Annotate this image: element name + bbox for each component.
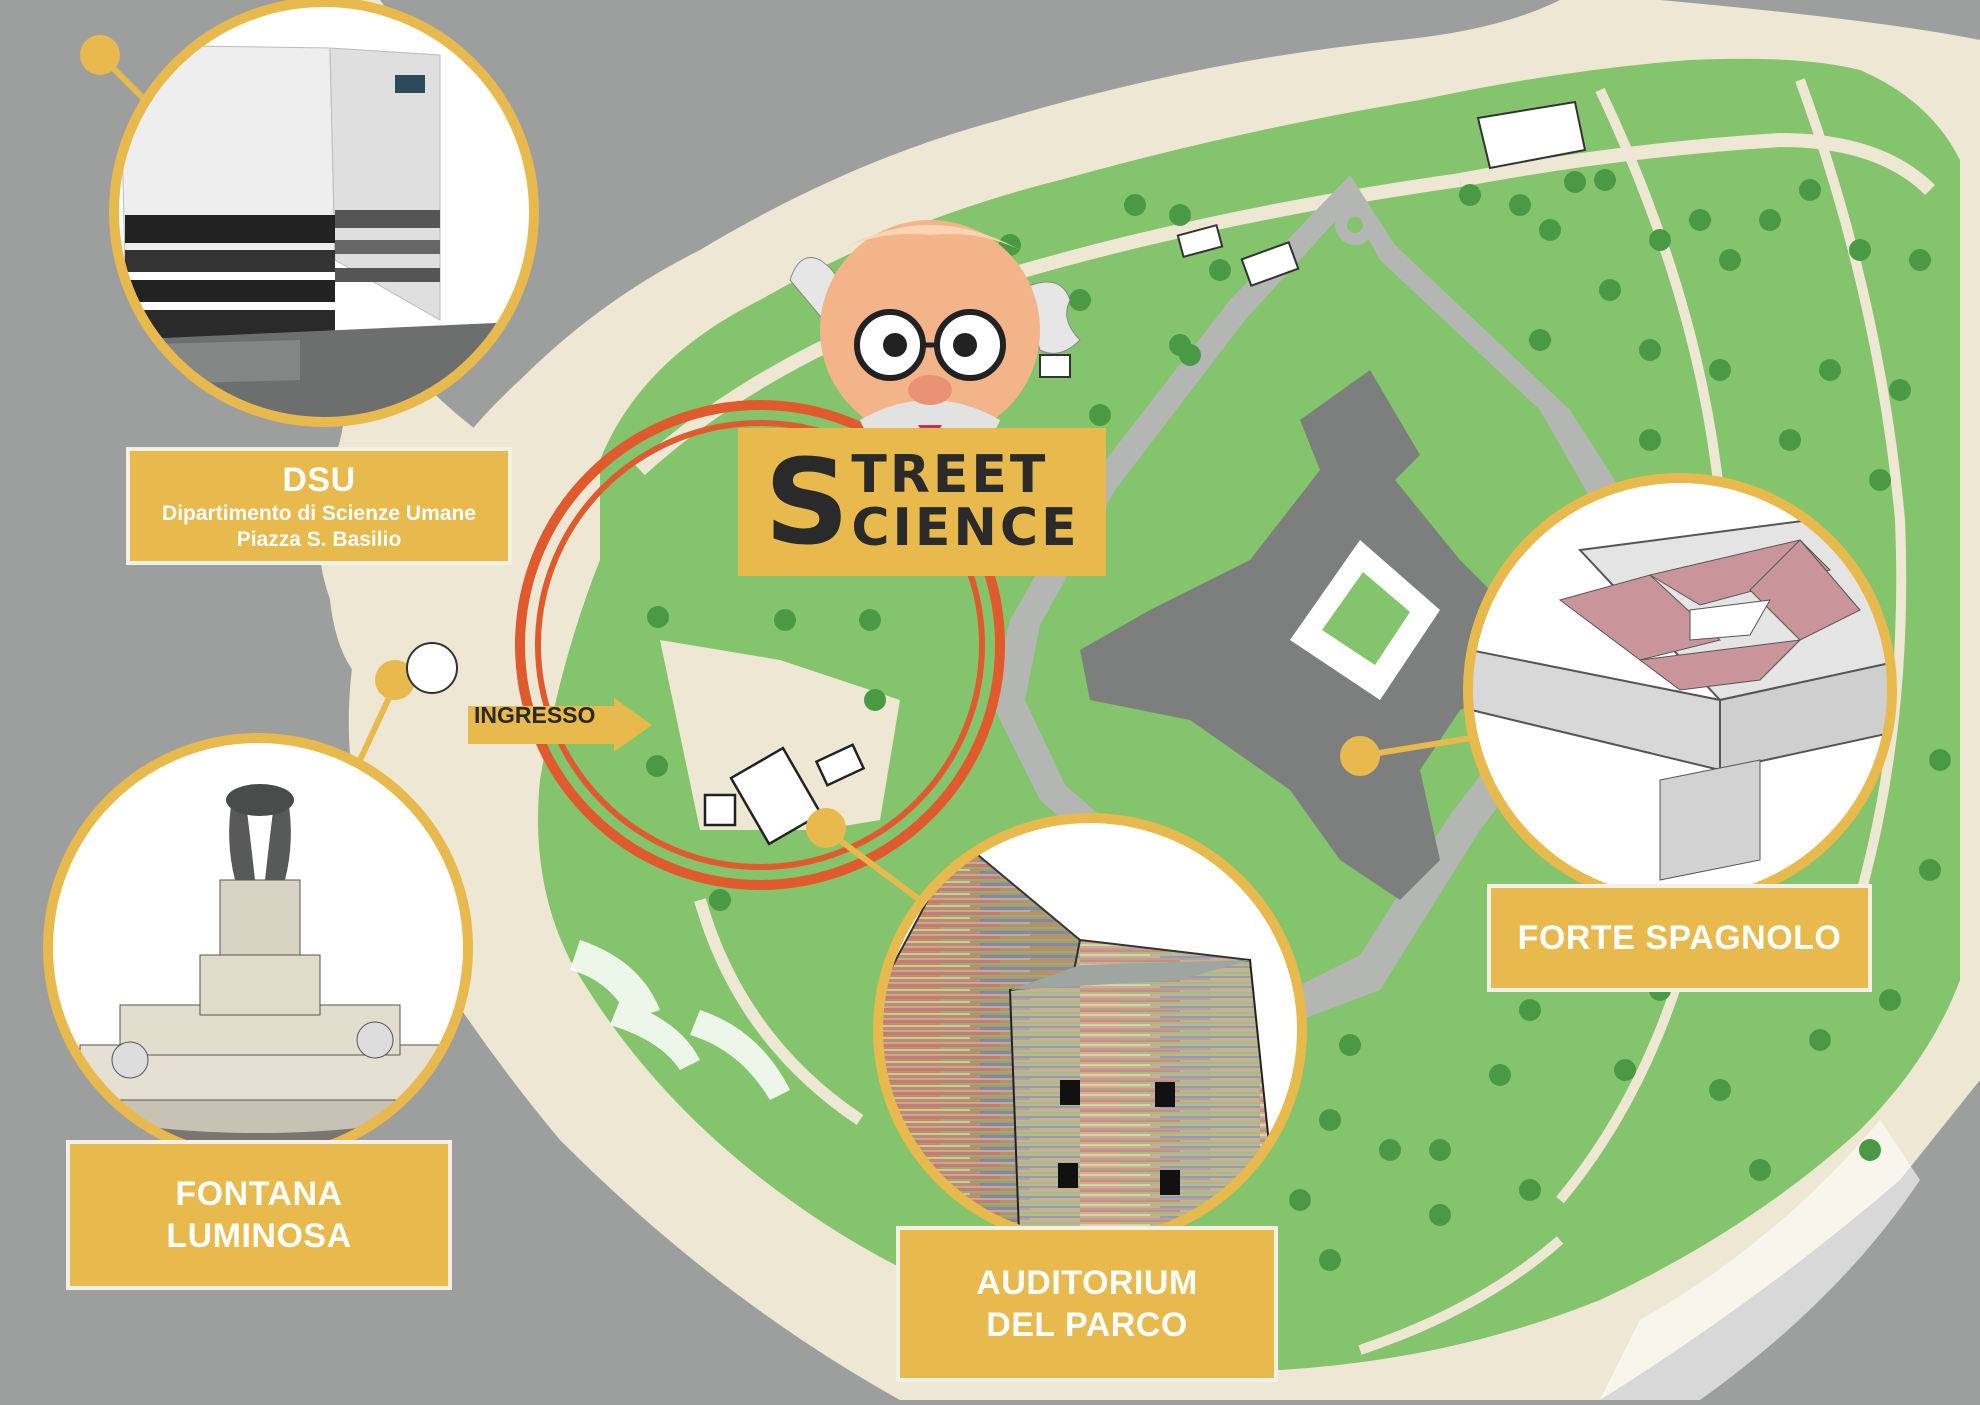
auditorium-cube-large [729,746,823,846]
event-area-ring-inner [535,420,985,870]
poi-label-fontana[interactable]: FONTANA LUMINOSA [66,1140,452,1290]
trees [646,169,1951,1271]
auditorium-striped-cubes [878,818,1302,1242]
fontana-location-marker [406,642,458,694]
auditorium-plaza [660,640,900,830]
entrance-label: INGRESSO [474,702,596,728]
building-north [1476,100,1587,170]
auditorium-title-line1: AUDITORIUM [976,1263,1198,1302]
event-area-ring-outer [515,400,1005,890]
auditorium-title-line2: DEL PARCO [986,1306,1188,1344]
dsu-address: Piazza S. Basilio [236,528,402,552]
fontana-title-line1: FONTANA [175,1174,343,1213]
forte-title: FORTE SPAGNOLO [1517,918,1842,957]
fontana-title-line2: LUMINOSA [166,1217,352,1255]
dsu-title: DSU [282,460,356,499]
poi-label-forte[interactable]: FORTE SPAGNOLO [1487,884,1872,992]
logo-initial: S [764,433,850,571]
poi-label-dsu[interactable]: DSU Dipartimento di Scienze Umane Piazza… [126,447,512,565]
street-science-logo: S TREET CIENCE [738,428,1106,576]
logo-word-street: TREET [851,444,1049,505]
poi-label-auditorium[interactable]: AUDITORIUM DEL PARCO [896,1226,1278,1382]
logo-word-science: CIENCE [851,498,1080,558]
auditorium-cube-small [703,793,737,827]
entrance-arrow-icon [468,698,652,752]
auditorium-cube-medium [814,743,866,787]
dsu-subtitle: Dipartimento di Scienze Umane [162,502,476,525]
